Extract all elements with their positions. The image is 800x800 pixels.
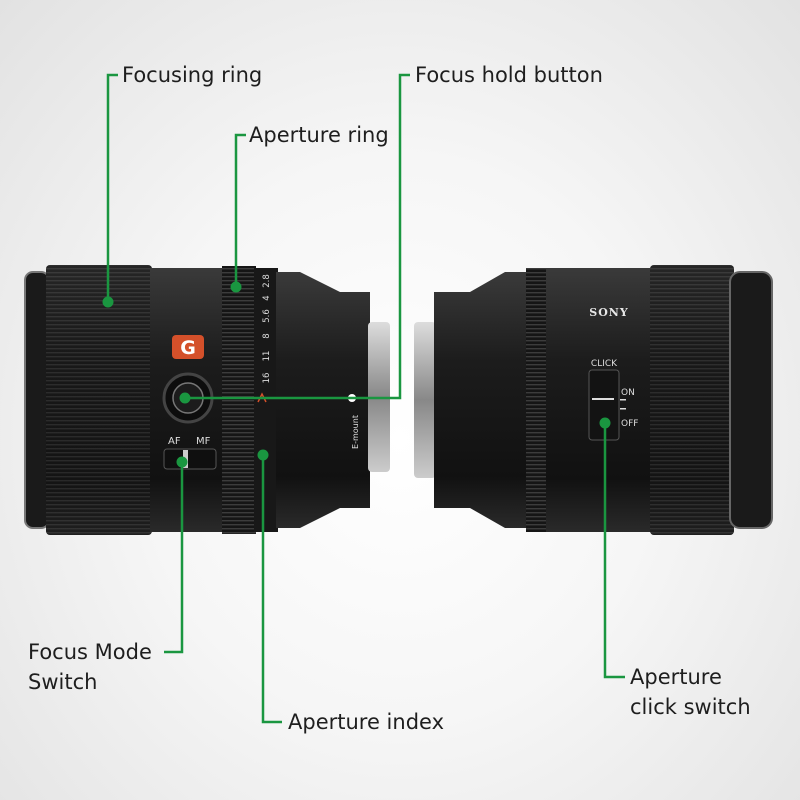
right-lens	[414, 265, 773, 535]
leader-focus-hold-button	[185, 73, 410, 400]
aperture-value: 16	[262, 373, 272, 384]
leader-aperture-ring	[234, 133, 246, 287]
e-mount-label: E-mount	[351, 415, 360, 449]
aperture-ring[interactable]	[222, 266, 256, 534]
aperture-value: 5.6	[262, 309, 272, 323]
left-lens	[24, 265, 390, 535]
lens-mount	[414, 322, 436, 478]
callout-line-1: Aperture	[630, 665, 722, 689]
focus-mode-switch[interactable]	[163, 448, 217, 470]
aperture-index-mark	[257, 392, 267, 403]
front-rim	[24, 271, 50, 529]
g-badge-text: G	[180, 337, 196, 359]
leader-focus-mode-switch	[164, 462, 184, 654]
callout-aperture-click-switch: Aperture click switch	[630, 662, 751, 722]
callout-aperture-ring: Aperture ring	[249, 123, 389, 147]
callout-dots	[102, 281, 611, 468]
on-label: ON	[621, 388, 635, 398]
callout-line-1: Focus Mode	[28, 640, 152, 664]
callout-focus-hold-button: Focus hold button	[415, 63, 603, 87]
aperture-value: 4	[262, 295, 272, 300]
aperture-value: 11	[262, 351, 272, 362]
off-label: OFF	[621, 419, 638, 429]
g-badge	[172, 335, 204, 359]
callout-focus-mode-switch: Focus Mode Switch	[28, 637, 152, 697]
callout-line-2: click switch	[630, 695, 751, 719]
lens-rear-barrel	[276, 272, 370, 528]
mf-label: MF	[196, 436, 211, 447]
callout-line-2: Switch	[28, 670, 98, 694]
aperture-scale-ring	[254, 268, 278, 532]
aperture-value: 2.8	[262, 274, 272, 288]
callout-lines	[106, 73, 625, 724]
click-label: CLICK	[591, 359, 618, 369]
callout-aperture-index: Aperture index	[288, 710, 445, 734]
af-label: AF	[168, 436, 181, 447]
leader-aperture-click-switch	[603, 423, 625, 679]
aperture-ring[interactable]	[526, 268, 548, 532]
leader-aperture-index	[261, 455, 282, 724]
lens-rear-barrel	[434, 272, 528, 528]
leader-focusing-ring	[106, 73, 118, 302]
front-rim	[729, 271, 773, 529]
callout-focusing-ring: Focusing ring	[122, 63, 263, 87]
sony-logo: SONY	[589, 306, 628, 319]
aperture-value: 8	[262, 333, 272, 338]
aperture-scale: 2.8 4 5.6 8 11 16	[262, 274, 272, 383]
